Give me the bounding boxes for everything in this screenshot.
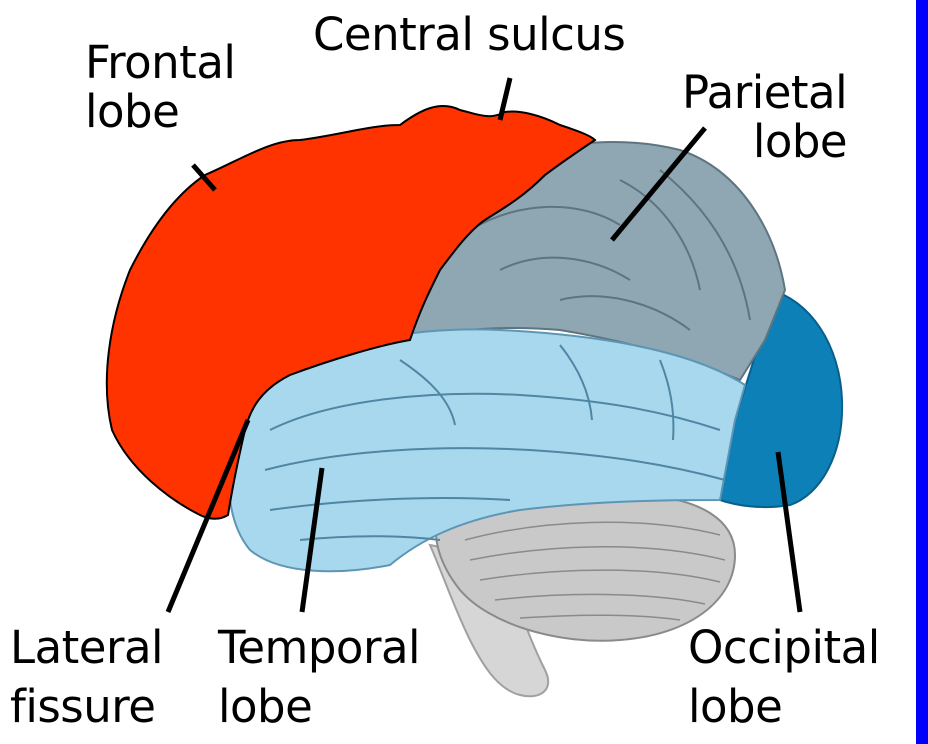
temporal-lobe-label: Temporal lobe (218, 625, 420, 729)
occipital-lobe-label-line1: Occipital (688, 625, 880, 670)
temporal-lobe-label-line1: Temporal (218, 625, 420, 670)
lateral-fissure-label-line1: Lateral (10, 625, 163, 670)
occipital-lobe-label: Occipital lobe (688, 625, 880, 729)
central-sulcus-label: Central sulcus (313, 12, 625, 57)
temporal-lobe-label-line2: lobe (218, 684, 420, 729)
occipital-lobe-label-line2: lobe (688, 684, 880, 729)
frontal-lobe-label: Frontal lobe (85, 40, 235, 134)
parietal-lobe-label: Parietal lobe (682, 70, 847, 164)
parietal-lobe-label-line1: Parietal (682, 70, 847, 115)
frontal-lobe-label-line1: Frontal (85, 40, 235, 85)
lateral-fissure-label-line2: fissure (10, 684, 163, 729)
parietal-lobe-label-line2: lobe (682, 119, 847, 164)
frame-border (916, 0, 928, 744)
frontal-lobe-label-line2: lobe (85, 89, 235, 134)
lateral-fissure-label: Lateral fissure (10, 625, 163, 729)
